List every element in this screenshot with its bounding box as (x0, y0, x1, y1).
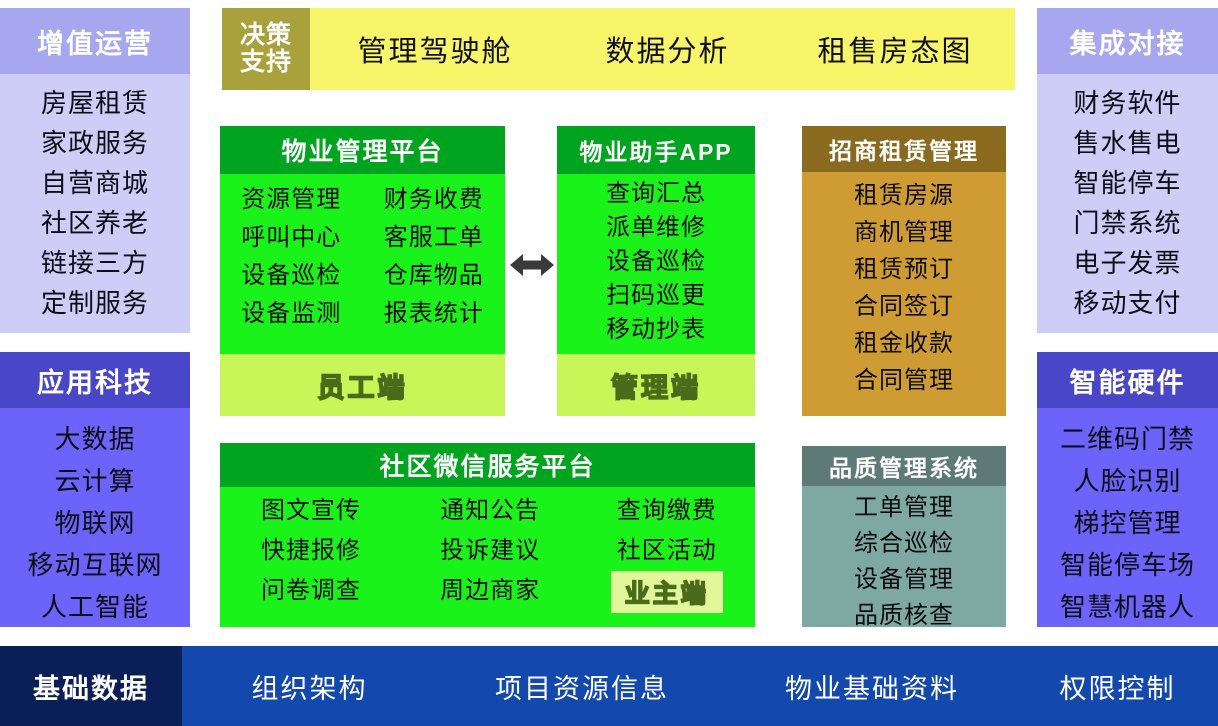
top-banner: 决策 支持 管理驾驶舱 数据分析 租售房态图 (222, 8, 1015, 90)
wechat-item-complaint[interactable]: 投诉建议 (440, 537, 541, 564)
card-assistant-app-title: 物业助手APP (557, 126, 755, 174)
footer-bar: 基础数据 组织架构 项目资源信息 物业基础资料 权限控制 (0, 646, 1218, 726)
sidebar-item-integration-1[interactable]: 售水售电 (1073, 128, 1182, 158)
wechat-item-nearby-merchants[interactable]: 周边商家 (440, 577, 541, 604)
sidebar-item-integration-4[interactable]: 电子发票 (1073, 248, 1182, 278)
quality-item-workorder[interactable]: 工单管理 (854, 494, 954, 521)
left-panel-2-title: 应用科技 (0, 352, 190, 408)
badge-label-owner-client: 业主端 (624, 579, 709, 609)
assistant-app-item-query[interactable]: 查询汇总 (606, 180, 706, 207)
footer-basic-data-tag[interactable]: 基础数据 (0, 646, 182, 726)
quality-item-equipment-management[interactable]: 设备管理 (854, 566, 954, 593)
quality-item-quality-check[interactable]: 品质核查 (854, 602, 954, 629)
banner-tag-line2: 支持 (239, 48, 292, 76)
sidebar-item-tech-4[interactable]: 人工智能 (40, 592, 149, 622)
card-property-management-platform: 物业管理平台 资源管理 呼叫中心 设备巡检 设备监测 财务收费 客服工单 仓库物… (220, 126, 505, 416)
sidebar-item-integration-5[interactable]: 移动支付 (1073, 288, 1182, 318)
wechat-item-survey[interactable]: 问卷调查 (260, 577, 361, 604)
quality-item-comprehensive-inspection[interactable]: 综合巡检 (854, 530, 954, 557)
card-property-assistant-app: 物业助手APP 查询汇总 派单维修 设备巡检 扫码巡更 移动抄表 管理端 (557, 126, 755, 416)
right-panel-1-title: 集成对接 (1037, 8, 1218, 74)
card-leasing-title: 招商租赁管理 (802, 126, 1006, 172)
card-wechat-title: 社区微信服务平台 (220, 443, 755, 487)
wechat-item-quick-repair[interactable]: 快捷报修 (260, 537, 361, 564)
right-panel-integration: 集成对接 财务软件 售水售电 智能停车 门禁系统 电子发票 移动支付 (1037, 8, 1218, 333)
sidebar-item-value-5[interactable]: 定制服务 (40, 288, 149, 318)
wechat-item-community-activity[interactable]: 社区活动 (616, 537, 717, 564)
property-platform-item-monitoring[interactable]: 设备监测 (241, 300, 342, 327)
assistant-app-item-inspection[interactable]: 设备巡检 (606, 248, 706, 275)
property-platform-item-resource[interactable]: 资源管理 (241, 186, 342, 213)
property-platform-item-report[interactable]: 报表统计 (383, 300, 484, 327)
double-arrow-horizontal-icon (510, 254, 554, 276)
sidebar-item-tech-1[interactable]: 云计算 (54, 466, 136, 496)
sidebar-item-value-3[interactable]: 社区养老 (40, 208, 149, 238)
banner-tag-line1: 决策 (239, 21, 292, 49)
left-panel-applied-tech: 应用科技 大数据 云计算 物联网 移动互联网 人工智能 (0, 352, 190, 627)
assistant-app-item-scanpatrol[interactable]: 扫码巡更 (606, 282, 706, 309)
right-panel-smart-hardware: 智能硬件 二维码门禁 人脸识别 梯控管理 智能停车场 智慧机器人 (1037, 352, 1218, 627)
left-panel-value-operations: 增值运营 房屋租赁 家政服务 自营商城 社区养老 链接三方 定制服务 (0, 8, 190, 333)
property-platform-item-workorder[interactable]: 客服工单 (383, 224, 484, 251)
left-panel-1-title: 增值运营 (0, 8, 190, 74)
sidebar-item-hardware-1[interactable]: 人脸识别 (1073, 466, 1182, 496)
footer-items-strip: 组织架构 项目资源信息 物业基础资料 权限控制 (182, 646, 1218, 726)
property-platform-item-warehouse[interactable]: 仓库物品 (383, 262, 484, 289)
card-quality-title: 品质管理系统 (802, 446, 1006, 486)
property-platform-item-finance[interactable]: 财务收费 (383, 186, 484, 213)
card-property-platform-footer: 员工端 (220, 354, 505, 416)
sidebar-item-hardware-3[interactable]: 智能停车场 (1059, 550, 1195, 580)
banner-items-strip: 管理驾驶舱 数据分析 租售房态图 (310, 8, 1015, 90)
sidebar-item-hardware-2[interactable]: 梯控管理 (1073, 508, 1182, 538)
leasing-item-rent-collection[interactable]: 租金收款 (854, 330, 954, 357)
assistant-app-item-metering[interactable]: 移动抄表 (606, 316, 706, 343)
sidebar-item-integration-0[interactable]: 财务软件 (1073, 88, 1182, 118)
card-community-wechat-platform: 社区微信服务平台 图文宣传 快捷报修 问卷调查 通知公告 投诉建议 周边商家 查… (220, 443, 755, 627)
banner-decision-support-tag[interactable]: 决策 支持 (222, 8, 310, 90)
owner-client-badge[interactable]: 业主端 (610, 571, 723, 613)
card-property-platform-title: 物业管理平台 (220, 126, 505, 174)
leasing-item-listings[interactable]: 租赁房源 (854, 182, 954, 209)
card-quality-management-system: 品质管理系统 工单管理 综合巡检 设备管理 品质核查 (802, 446, 1006, 629)
property-platform-item-callcenter[interactable]: 呼叫中心 (241, 224, 342, 251)
sidebar-item-integration-3[interactable]: 门禁系统 (1073, 208, 1182, 238)
wechat-item-promotion[interactable]: 图文宣传 (260, 497, 361, 524)
leasing-item-booking[interactable]: 租赁预订 (854, 256, 954, 283)
sidebar-item-tech-0[interactable]: 大数据 (54, 424, 136, 454)
sidebar-item-integration-2[interactable]: 智能停车 (1073, 168, 1182, 198)
sidebar-item-value-0[interactable]: 房屋租赁 (40, 88, 149, 118)
footer-item-property-basic-data[interactable]: 物业基础资料 (785, 673, 959, 704)
footer-label-staff-client: 员工端 (317, 372, 408, 404)
footer-label-manager-client: 管理端 (610, 372, 701, 404)
card-assistant-app-footer: 管理端 (557, 354, 755, 416)
assistant-app-item-dispatch[interactable]: 派单维修 (606, 214, 706, 241)
connector-double-arrow (508, 245, 556, 285)
sidebar-item-value-2[interactable]: 自营商城 (40, 168, 149, 198)
property-platform-item-inspection[interactable]: 设备巡检 (241, 262, 342, 289)
right-panel-2-title: 智能硬件 (1037, 352, 1218, 408)
footer-item-org-structure[interactable]: 组织架构 (251, 673, 368, 704)
footer-item-project-resource-info[interactable]: 项目资源信息 (495, 673, 669, 704)
card-leasing-management: 招商租赁管理 租赁房源 商机管理 租赁预订 合同签订 租金收款 合同管理 (802, 126, 1006, 416)
sidebar-item-value-4[interactable]: 链接三方 (40, 248, 149, 278)
sidebar-item-tech-2[interactable]: 物联网 (54, 508, 136, 538)
leasing-item-contract-sign[interactable]: 合同签订 (854, 293, 954, 320)
sidebar-item-tech-3[interactable]: 移动互联网 (27, 550, 163, 580)
sidebar-item-hardware-0[interactable]: 二维码门禁 (1059, 424, 1195, 454)
banner-item-rental-status-map[interactable]: 租售房态图 (817, 36, 973, 68)
banner-item-data-analysis[interactable]: 数据分析 (605, 36, 730, 68)
leasing-item-opportunity[interactable]: 商机管理 (854, 219, 954, 246)
sidebar-item-hardware-4[interactable]: 智慧机器人 (1059, 592, 1195, 622)
wechat-item-payment-query[interactable]: 查询缴费 (616, 497, 717, 524)
footer-item-permission-control[interactable]: 权限控制 (1059, 673, 1176, 704)
banner-item-dashboard[interactable]: 管理驾驶舱 (357, 36, 513, 68)
leasing-item-contract-management[interactable]: 合同管理 (854, 367, 954, 394)
sidebar-item-value-1[interactable]: 家政服务 (40, 128, 149, 158)
wechat-item-notice[interactable]: 通知公告 (440, 497, 541, 524)
